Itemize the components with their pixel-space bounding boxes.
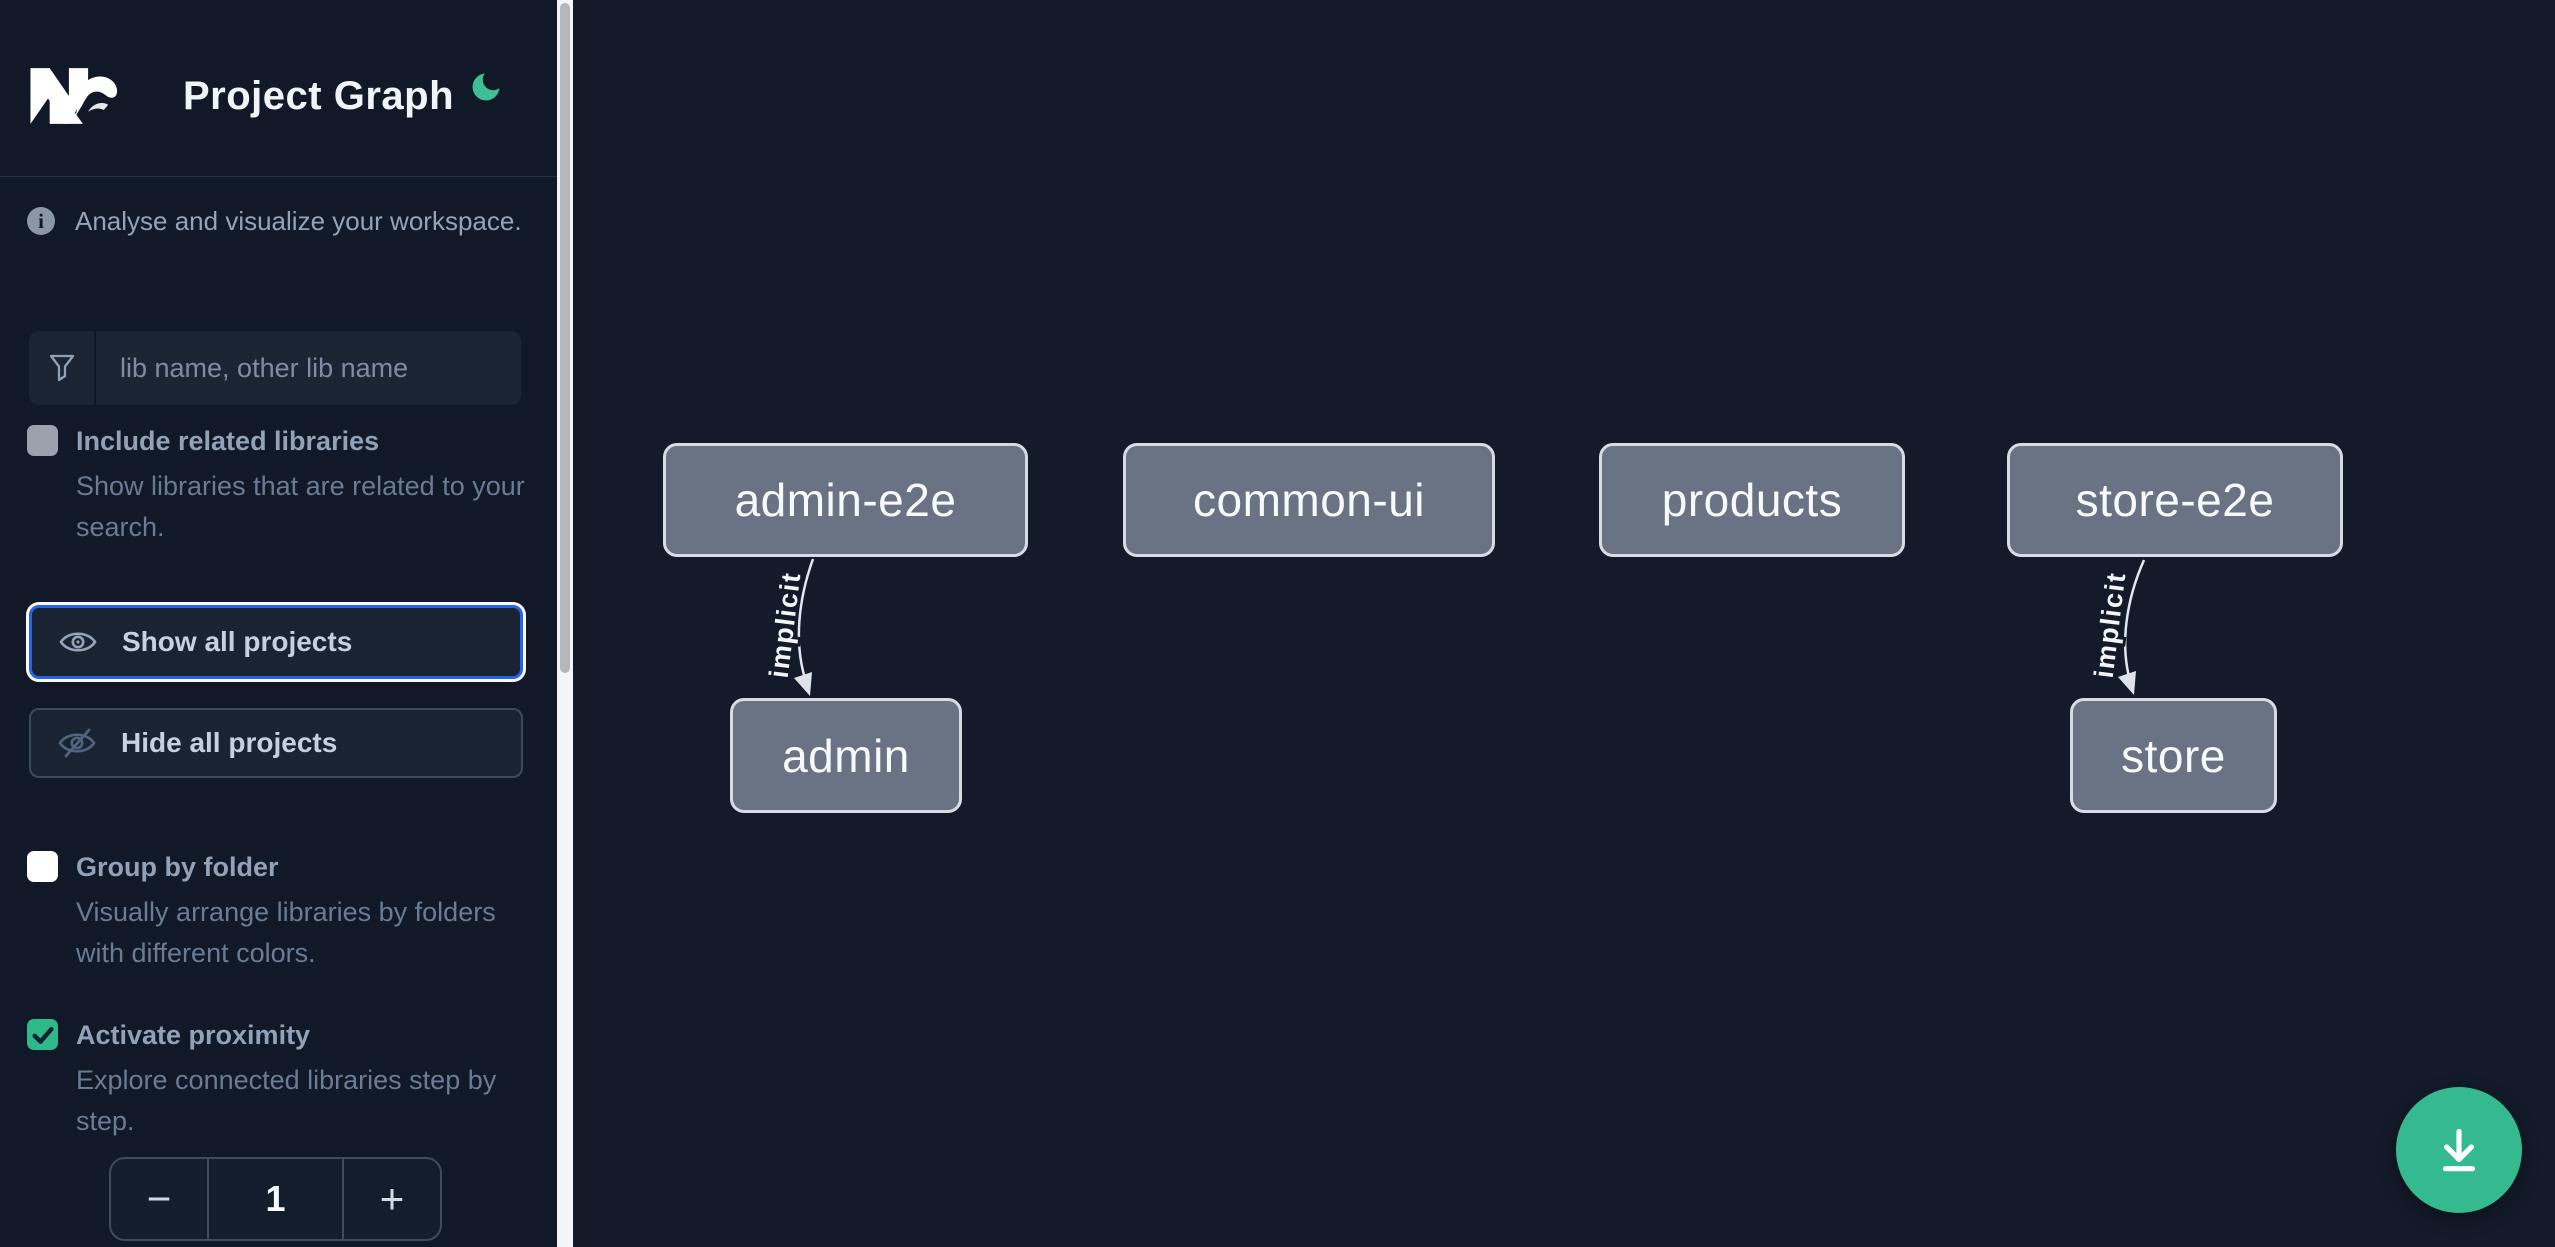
nx-logo-icon — [27, 62, 123, 135]
option-description: Show libraries that are related to your … — [76, 471, 525, 542]
option-group-by-folder: Group by folder Visually arrange librari… — [27, 850, 529, 974]
option-include-related-libraries: Include related libraries Show libraries… — [27, 424, 529, 548]
option-label: Group by folder — [76, 852, 279, 882]
graph-node-store[interactable]: store — [2070, 698, 2277, 813]
page-title: Project Graph — [183, 74, 455, 118]
show-all-projects-button[interactable]: Show all projects — [29, 605, 523, 679]
graph-node-store-e2e[interactable]: store-e2e — [2007, 443, 2343, 557]
hide-all-projects-button[interactable]: Hide all projects — [29, 708, 523, 778]
filter-search — [29, 331, 521, 405]
eye-icon — [58, 627, 98, 657]
option-label: Activate proximity — [76, 1020, 311, 1050]
sidebar-scrollbar-thumb[interactable] — [560, 3, 570, 673]
info-icon: i — [27, 207, 55, 235]
include-related-checkbox[interactable] — [27, 425, 58, 456]
header-divider — [0, 176, 557, 177]
graph-node-admin[interactable]: admin — [730, 698, 962, 813]
download-icon — [2430, 1119, 2488, 1182]
decrement-button[interactable]: − — [146, 1175, 172, 1222]
graph-node-admin-e2e[interactable]: admin-e2e — [663, 443, 1028, 557]
group-by-folder-checkbox[interactable] — [27, 851, 58, 882]
option-label: Include related libraries — [76, 426, 380, 456]
eye-off-icon — [57, 728, 97, 758]
funnel-icon — [29, 331, 96, 405]
download-graph-button[interactable] — [2396, 1087, 2522, 1213]
option-description: Visually arrange libraries by folders wi… — [76, 897, 496, 968]
proximity-depth-stepper: − 1 + — [109, 1157, 442, 1241]
graph-canvas[interactable] — [573, 0, 2555, 1247]
increment-button[interactable]: + — [379, 1175, 405, 1222]
search-input[interactable] — [96, 331, 521, 405]
sidebar: Project Graph i Analyse and visualize yo… — [0, 0, 557, 1247]
option-description: Explore connected libraries step by step… — [76, 1065, 497, 1136]
button-label: Hide all projects — [121, 727, 338, 758]
graph-node-products[interactable]: products — [1599, 443, 1905, 557]
workspace-tagline: i Analyse and visualize your workspace. — [27, 205, 527, 237]
activate-proximity-checkbox[interactable] — [27, 1019, 58, 1050]
proximity-depth-value[interactable]: 1 — [207, 1159, 344, 1239]
option-activate-proximity: Activate proximity Explore connected lib… — [27, 1018, 529, 1142]
theme-toggle-moon-icon[interactable] — [468, 69, 504, 105]
button-label: Show all projects — [122, 626, 353, 657]
graph-node-common-ui[interactable]: common-ui — [1123, 443, 1495, 557]
